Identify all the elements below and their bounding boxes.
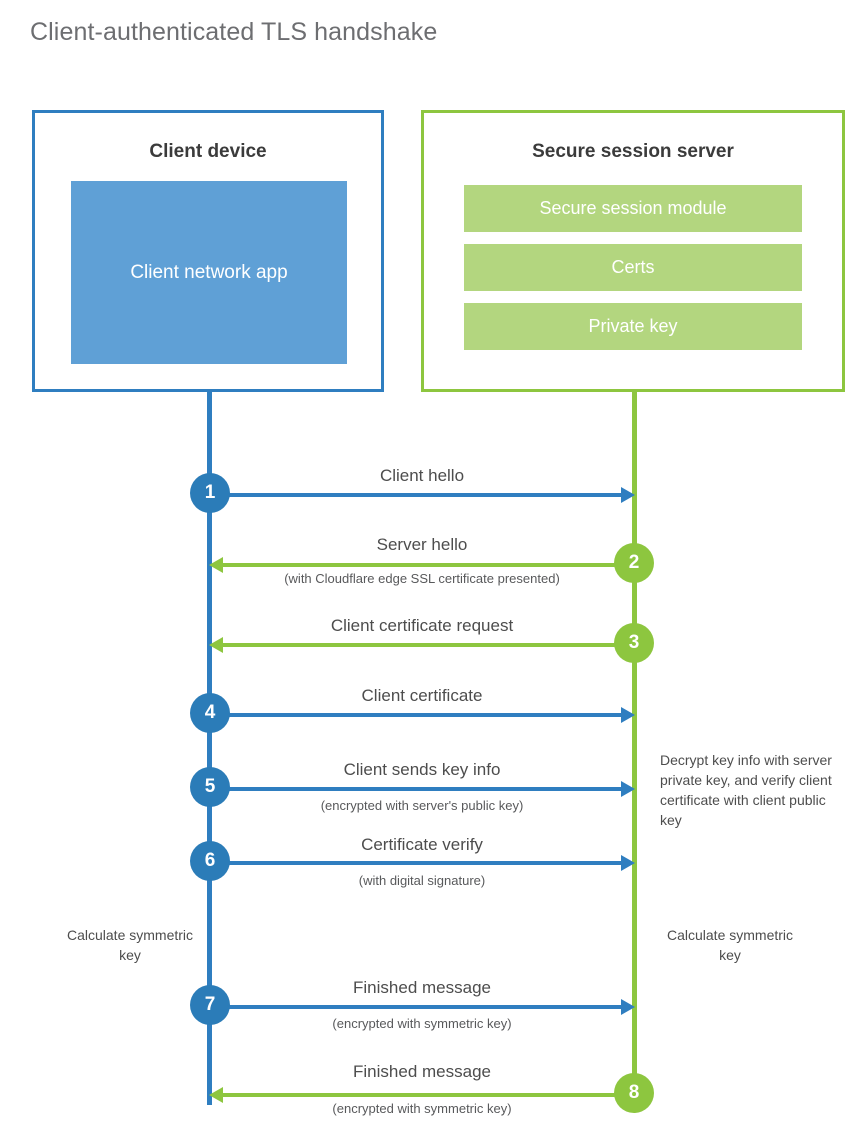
message-sublabel-8: (encrypted with symmetric key)	[332, 1101, 512, 1116]
server-module-secure-session: Secure session module	[464, 185, 802, 232]
step-badge-6: 6	[190, 841, 230, 881]
message-sublabel-6: (with digital signature)	[358, 873, 486, 888]
arrow-shaft	[223, 643, 635, 647]
step-badge-5: 5	[190, 767, 230, 807]
arrow-head-right-icon	[621, 781, 635, 797]
message-sublabel-2: (with Cloudflare edge SSL certificate pr…	[284, 571, 560, 586]
step-badge-3: 3	[614, 623, 654, 663]
arrow-shaft	[209, 713, 621, 717]
server-module-list: Secure session module Certs Private key	[464, 185, 802, 350]
message-label-5: Client sends key info	[343, 760, 501, 779]
arrow-shaft	[209, 787, 621, 791]
message-label-1: Client hello	[379, 466, 465, 485]
arrow-shaft	[209, 861, 621, 865]
step-badge-1: 1	[190, 473, 230, 513]
arrow-head-left-icon	[209, 1087, 223, 1103]
server-module-certs: Certs	[464, 244, 802, 291]
server-lifeline	[632, 392, 637, 1093]
arrow-head-left-icon	[209, 637, 223, 653]
message-sublabel-5: (encrypted with server's public key)	[320, 798, 524, 813]
secure-session-server-box: Secure session server Secure session mod…	[421, 110, 845, 392]
server-decrypt-note: Decrypt key info with server private key…	[660, 752, 832, 828]
secure-session-server-title: Secure session server	[532, 141, 734, 162]
client-device-box: Client device Client network app	[32, 110, 384, 392]
client-device-title: Client device	[149, 141, 267, 162]
arrow-shaft	[223, 1093, 635, 1097]
arrow-head-right-icon	[621, 855, 635, 871]
message-sublabel-7: (encrypted with symmetric key)	[332, 1016, 512, 1031]
message-label-8: Finished message	[353, 1062, 491, 1081]
arrow-head-right-icon	[621, 487, 635, 503]
arrow-head-left-icon	[209, 557, 223, 573]
step-badge-7: 7	[190, 985, 230, 1025]
arrow-head-right-icon	[621, 707, 635, 723]
step-badge-4: 4	[190, 693, 230, 733]
arrow-shaft	[209, 1005, 621, 1009]
client-lifeline	[207, 392, 212, 1105]
step-badge-2: 2	[614, 543, 654, 583]
step-badge-8: 8	[614, 1073, 654, 1113]
page-title: Client-authenticated TLS handshake	[30, 18, 438, 46]
message-label-3: Client certificate request	[330, 616, 514, 635]
server-calculate-symmetric-key-note: Calculate symmetric key	[666, 927, 794, 963]
client-calculate-symmetric-key-note: Calculate symmetric key	[66, 927, 194, 963]
message-label-6: Certificate verify	[361, 835, 483, 854]
server-module-private-key: Private key	[464, 303, 802, 350]
message-label-7: Finished message	[353, 978, 491, 997]
message-label-2: Server hello	[376, 535, 468, 554]
arrow-head-right-icon	[621, 999, 635, 1015]
arrow-shaft	[223, 563, 635, 567]
message-label-4: Client certificate	[361, 686, 483, 705]
client-network-app-block: Client network app	[71, 181, 347, 364]
arrow-shaft	[209, 493, 621, 497]
